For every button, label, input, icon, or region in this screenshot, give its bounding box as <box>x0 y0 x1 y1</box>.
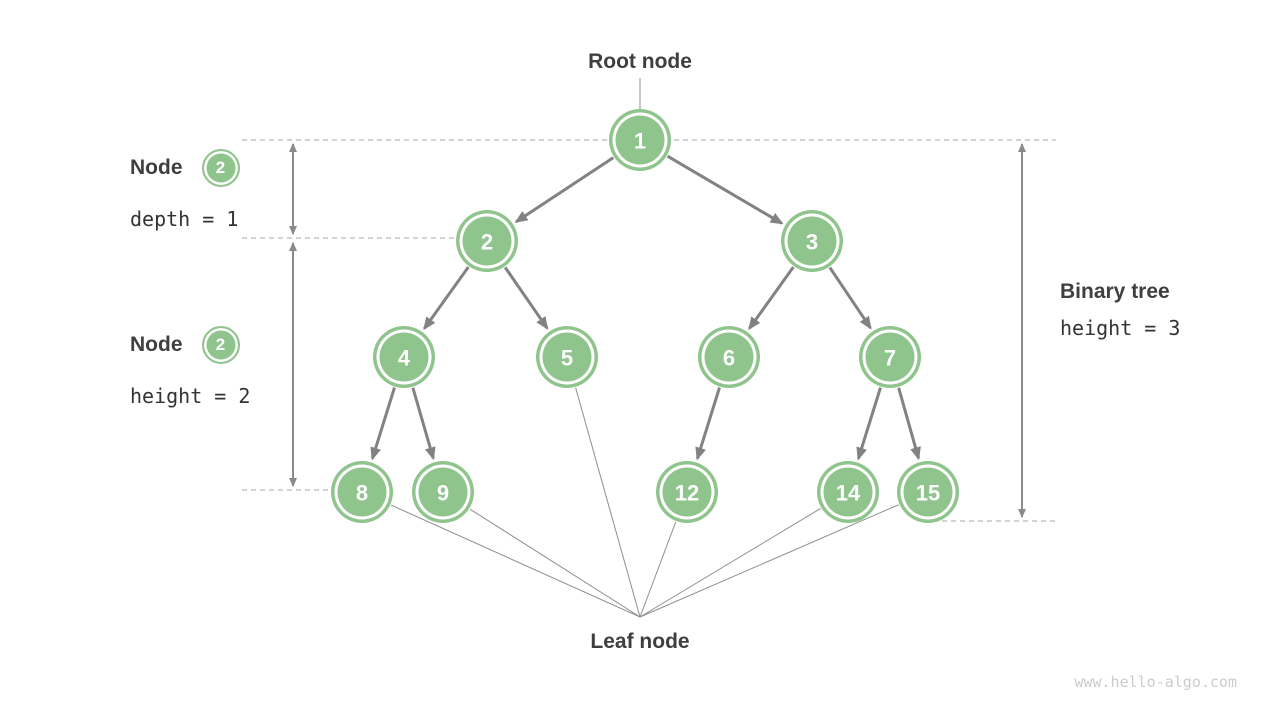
annotation-node-depth: Node 2 depth = 1 <box>130 149 240 231</box>
node-height-title: Node <box>130 333 183 356</box>
tree-node-1: 1 <box>609 109 671 171</box>
node-value: 5 <box>561 346 573 371</box>
node-value: 6 <box>723 346 735 371</box>
edge-2-5 <box>503 266 549 330</box>
edge-2-4 <box>423 266 470 331</box>
watermark: www.hello-algo.com <box>1074 673 1237 691</box>
edge-1-3 <box>666 154 784 225</box>
node-disc <box>418 467 468 517</box>
leaf-connector-line <box>639 521 677 618</box>
node-disc <box>787 216 837 266</box>
node-disc <box>823 467 873 517</box>
edge-1-2 <box>514 156 615 223</box>
edge-7-14 <box>856 387 882 461</box>
leaf-connector-line <box>390 504 641 618</box>
node-value: 14 <box>836 481 861 506</box>
node-value: 1 <box>634 129 646 154</box>
node-disc <box>542 332 592 382</box>
tree-node-4: 4 <box>373 326 435 388</box>
node-disc <box>704 332 754 382</box>
leaf-connector-line <box>469 508 641 618</box>
tree-node-9: 9 <box>412 461 474 523</box>
node-disc <box>662 467 712 517</box>
tree-node-3: 3 <box>781 210 843 272</box>
node-value: 4 <box>398 346 411 371</box>
node-height-value: height = 2 <box>130 384 251 408</box>
root-node-label: Root node <box>588 50 692 73</box>
tree-node-14: 14 <box>817 461 879 523</box>
tree-node-6: 6 <box>698 326 760 388</box>
edge-7-15 <box>897 387 921 461</box>
tree-height-value: height = 3 <box>1060 316 1181 340</box>
node-value: 8 <box>356 481 368 506</box>
leaf-connector-line <box>575 387 641 618</box>
node-value: 7 <box>884 346 896 371</box>
node-value: 2 <box>481 230 493 255</box>
annotation-tree-height: Binary tree height = 3 <box>1060 280 1180 340</box>
tree-node-7: 7 <box>859 326 921 388</box>
tree-node-12: 12 <box>656 461 718 523</box>
node-height-badge: 2 <box>201 326 240 364</box>
leaf-node-label: Leaf node <box>590 630 690 653</box>
leaf-connector-line <box>639 508 821 618</box>
node-depth-value: depth = 1 <box>130 207 239 231</box>
tree-node-15: 15 <box>897 461 959 523</box>
node-disc <box>462 216 512 266</box>
node-value: 3 <box>806 230 818 255</box>
node-disc <box>903 467 953 517</box>
edge-3-7 <box>828 266 872 330</box>
node-value: 12 <box>675 481 699 506</box>
edge-4-8 <box>370 387 396 461</box>
node-depth-badge: 2 <box>201 149 240 187</box>
node-disc <box>865 332 915 382</box>
edge-4-9 <box>411 387 436 461</box>
node-disc <box>615 115 665 165</box>
node-disc <box>379 332 429 382</box>
edge-6-12 <box>695 387 721 461</box>
edge-3-6 <box>748 266 795 331</box>
tree-height-title: Binary tree <box>1060 280 1170 303</box>
node-disc <box>337 467 387 517</box>
leaf-connector-line <box>639 504 899 618</box>
tree-node-2: 2 <box>456 210 518 272</box>
tree-node-5: 5 <box>536 326 598 388</box>
tree-node-8: 8 <box>331 461 393 523</box>
node-value: 9 <box>437 481 449 506</box>
node-value: 15 <box>916 481 940 506</box>
node-depth-title: Node <box>130 156 183 179</box>
annotation-node-height: Node 2 height = 2 <box>130 326 250 408</box>
